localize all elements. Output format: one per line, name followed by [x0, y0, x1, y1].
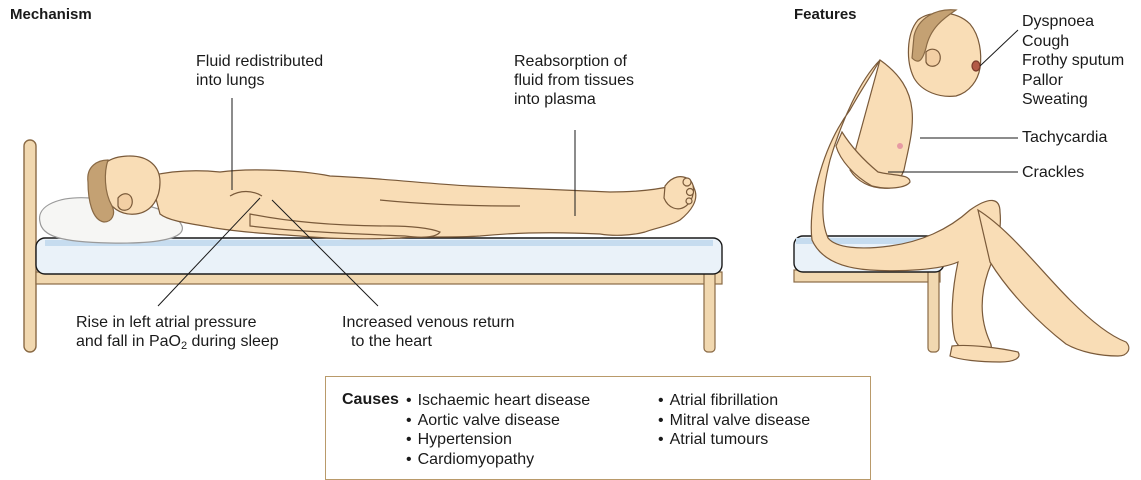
sitting-ear [926, 49, 940, 66]
open-mouth [972, 61, 980, 71]
causes-list-column-1: Ischaemic heart disease Aortic valve dis… [406, 391, 590, 469]
causes-list-column-2: Atrial fibrillation Mitral valve disease… [658, 391, 810, 450]
causes-box: Causes Ischaemic heart disease Aortic va… [325, 376, 871, 480]
label-venous-return: Increased venous return to the heart [342, 313, 515, 351]
label-line: Increased venous return [342, 313, 515, 332]
label-line: Rise in left atrial pressure [76, 313, 279, 332]
cause-item: Hypertension [406, 430, 590, 450]
label-text: during sleep [187, 333, 279, 350]
label-rise-left-atrial: Rise in left atrial pressure and fall in… [76, 313, 279, 356]
label-line: into lungs [196, 71, 323, 90]
chest-spot [897, 143, 903, 149]
feature-crackles: Crackles [1022, 163, 1084, 182]
feature-item: Dyspnoea [1022, 12, 1124, 32]
label-text: and fall in PaO [76, 333, 181, 350]
patient-toe [687, 189, 694, 196]
cause-item: Aortic valve disease [406, 411, 590, 431]
feature-item: Sweating [1022, 90, 1124, 110]
bed-leg-right [928, 268, 939, 352]
label-line: to the heart [342, 332, 515, 351]
cause-item: Ischaemic heart disease [406, 391, 590, 411]
cause-item: Atrial fibrillation [658, 391, 810, 411]
leader-mouth-symptoms [980, 30, 1018, 66]
label-line: fluid from tissues [514, 71, 634, 90]
features-symptom-list: Dyspnoea Cough Frothy sputum Pallor Swea… [1022, 12, 1124, 110]
cause-item: Mitral valve disease [658, 411, 810, 431]
sitting-leg [978, 210, 1129, 356]
label-line: and fall in PaO2 during sleep [76, 332, 279, 356]
cause-item: Atrial tumours [658, 430, 810, 450]
causes-label: Causes [342, 391, 399, 409]
bed-foot-leg [704, 268, 715, 352]
cause-item: Cardiomyopathy [406, 450, 590, 470]
label-reabsorption: Reabsorption of fluid from tissues into … [514, 52, 634, 109]
features-heading: Features [794, 6, 857, 23]
label-line: into plasma [514, 90, 634, 109]
mechanism-heading: Mechanism [10, 6, 92, 23]
patient-toe [686, 198, 692, 204]
sitting-foot [950, 345, 1019, 362]
label-fluid-redistributed: Fluid redistributed into lungs [196, 52, 323, 90]
feature-tachycardia: Tachycardia [1022, 128, 1107, 147]
patient-toe [683, 178, 691, 186]
feature-item: Pallor [1022, 71, 1124, 91]
feature-item: Cough [1022, 32, 1124, 52]
label-line: Reabsorption of [514, 52, 634, 71]
bed-headboard-post [24, 140, 36, 352]
label-line: Fluid redistributed [196, 52, 323, 71]
patient-ear [118, 194, 132, 211]
feature-item: Frothy sputum [1022, 51, 1124, 71]
